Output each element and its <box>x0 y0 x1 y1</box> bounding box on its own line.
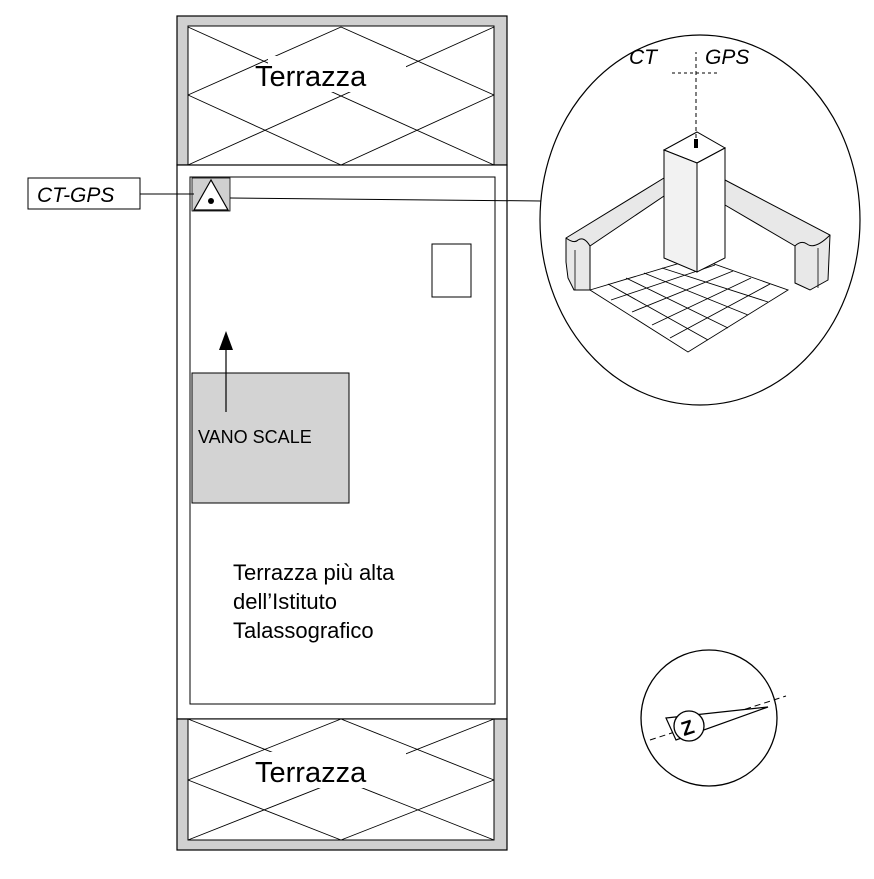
pillar-right-wall <box>724 179 831 291</box>
ct-gps-callout-label: CT-GPS <box>37 184 114 207</box>
pillar <box>662 131 727 273</box>
top-terrace: Terrazza <box>176 15 508 166</box>
skylight <box>431 243 472 298</box>
gps-triangle-marker-icon <box>191 177 231 212</box>
up-arrow-icon <box>219 331 233 412</box>
top-terrace-label-bg <box>268 56 406 92</box>
pillar-floor-grid <box>588 257 790 353</box>
top-terrace-hatch <box>187 26 495 166</box>
bottom-terrace-label: Terrazza <box>255 757 367 789</box>
bottom-terrace-label-bg <box>268 752 406 788</box>
bottom-terrace: Terrazza <box>176 718 508 851</box>
main-terrace-line-1: Terrazza più alta <box>233 560 395 585</box>
detail-label-ct: CT <box>629 46 659 69</box>
ct-gps-callout: CT-GPS <box>27 177 141 210</box>
top-terrace-label: Terrazza <box>255 61 367 93</box>
stairwell: VANO SCALE <box>191 372 350 504</box>
main-terrace-line-3: Talassografico <box>233 618 374 643</box>
main-terrace-label: Terrazza più alta dell’Istituto Talassog… <box>233 560 395 643</box>
gps-pillar-detail-icon: CT GPS <box>539 34 861 406</box>
main-terrace-line-2: dell’Istituto <box>233 589 337 614</box>
detail-leader <box>229 197 542 202</box>
stairwell-label: VANO SCALE <box>198 427 312 447</box>
detail-label-gps: GPS <box>705 46 749 69</box>
north-compass-icon: Z <box>640 649 787 787</box>
